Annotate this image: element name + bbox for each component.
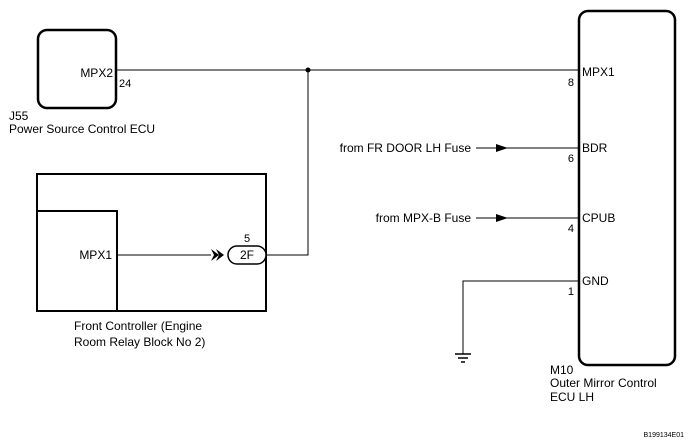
mirror-ecu-pin-6: 6 [568,153,574,165]
mirror-ecu-terminal-bdr: BDR [582,141,608,155]
outer-mirror-control-ecu: MPX1 8 BDR 6 CPUB 4 GND 1 M10 Outer Mirr… [550,9,677,404]
connector-2f-label: 2F [240,248,254,262]
connector-2f: 2F 5 [211,233,267,265]
mirror-ecu-pin-4: 4 [568,223,574,235]
front-controller: MPX1 Front Controller (Engine Room Relay… [36,173,267,349]
front-controller-name-line2: Room Relay Block No 2) [74,335,205,349]
connector-arrow-icon [211,249,224,261]
connector-2f-pin: 5 [244,233,250,245]
mirror-ecu-pin-1: 1 [568,286,574,298]
ground-icon [455,353,471,363]
power-source-ecu-name: Power Source Control ECU [9,122,155,136]
mirror-ecu-name-line1: Outer Mirror Control [550,376,657,390]
mirror-ecu-terminal-gnd: GND [582,274,609,288]
power-source-ecu-code: J55 [9,109,29,123]
fr-door-fuse-arrow-icon [496,144,508,152]
mirror-ecu-box [577,9,677,367]
wires [116,69,579,354]
front-controller-terminal: MPX1 [79,248,112,262]
wire-ground [462,280,579,354]
front-controller-outer-box [36,173,267,312]
power-source-ecu-pin: 24 [119,78,131,90]
mirror-ecu-name-line2: ECU LH [550,390,594,404]
figure-id: B199134E01 [644,432,685,439]
mirror-ecu-terminal-mpx1: MPX1 [582,65,615,79]
power-source-control-ecu: MPX2 24 J55 Power Source Control ECU [9,28,155,136]
mirror-ecu-pin-8: 8 [568,77,574,89]
wire-junction-dot [305,67,311,73]
mpx-b-fuse-label: from MPX-B Fuse [376,211,472,225]
power-source-ecu-box [36,28,118,110]
mpx-b-fuse-arrow-icon [496,214,508,222]
fr-door-fuse-label: from FR DOOR LH Fuse [340,141,472,155]
front-controller-name-line1: Front Controller (Engine [74,319,202,333]
mirror-ecu-code: M10 [550,363,574,377]
wire-front-controller-branch [266,70,309,256]
front-controller-inner-box [36,210,118,312]
mirror-ecu-terminal-cpub: CPUB [582,211,615,225]
power-source-ecu-terminal: MPX2 [80,66,113,80]
